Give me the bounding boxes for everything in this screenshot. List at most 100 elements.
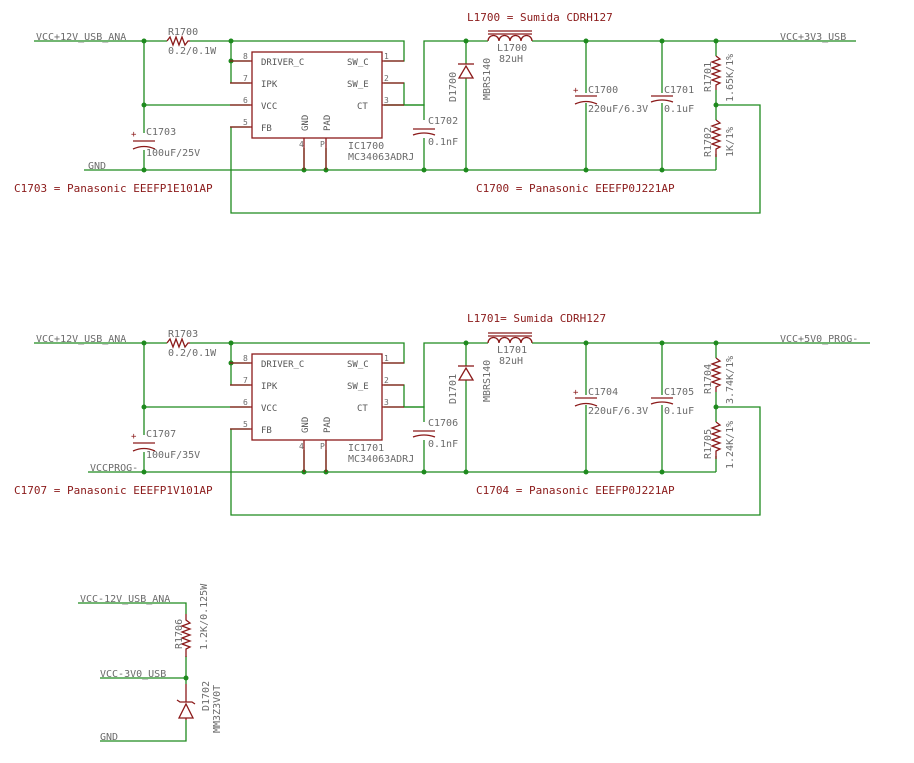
ic-pin-labels: DRIVER_C IPK VCC FB SW_C SW_E CT GND PAD… [243,354,389,451]
cin-value: 100uF/35V [146,450,200,461]
net-label-neg12v: VCC-12V_USB_ANA [80,594,170,605]
rsense-value: 0.2/0.1W [168,46,217,57]
diode-ref: D1701 [448,374,459,404]
svg-text:3: 3 [384,398,389,407]
inductor-note: L1701= Sumida CDRH127 [467,312,606,325]
inductor-note: L1700 = Sumida CDRH127 [467,11,613,24]
svg-text:6: 6 [243,398,248,407]
note-input-cap: C1703 = Panasonic EEEFP1E101AP [14,182,213,195]
cout2-ref: C1701 [664,85,694,96]
svg-text:5: 5 [243,118,248,127]
ct-ref: C1702 [428,116,458,127]
rbot-value: 1.24K/1% [725,421,736,469]
rbot-value: 1K/1% [725,127,736,157]
svg-text:+: + [131,432,137,442]
svg-text:4: 4 [299,140,304,149]
ic-ref: IC1701 [348,443,384,454]
svg-text:IPK: IPK [261,80,278,90]
diode-value: MBRS140 [482,360,493,402]
diode-ref: D1700 [448,72,459,102]
svg-text:3: 3 [384,96,389,105]
inductor-ref: L1701 [497,345,527,356]
svg-text:2: 2 [384,74,389,83]
rsense-ref: R1703 [168,329,198,340]
ic-value: MC34063ADRJ [348,454,414,465]
svg-text:SW_E: SW_E [347,80,369,90]
rsense-ref: R1700 [168,27,198,38]
svg-text:2: 2 [384,376,389,385]
rbot-ref: R1702 [703,127,714,157]
svg-text:PAD: PAD [323,115,333,131]
cin-ref: C1707 [146,429,176,440]
svg-text:CT: CT [357,404,368,414]
net-label-ground: GND [88,161,106,172]
cout1-value: 220uF/6.3V [588,406,648,417]
cout2-value: 0.1uF [664,406,694,417]
svg-text:DRIVER_C: DRIVER_C [261,360,304,370]
cout1-ref: C1704 [588,387,618,398]
zener-ref: D1702 [201,681,212,711]
net-label-output: VCC+3V3_USB [780,32,846,43]
ic-ref: IC1700 [348,141,384,152]
inductor-ref: L1700 [497,43,527,54]
svg-text:CT: CT [357,102,368,112]
svg-text:FB: FB [261,124,272,134]
note-output-cap: C1704 = Panasonic EEEFP0J221AP [476,484,675,497]
cin-ref: C1703 [146,127,176,138]
net-label-output: VCC+5V0_PROG- [780,334,858,345]
svg-text:+: + [131,130,137,140]
net-label-ground: VCCPROG- [90,463,138,474]
ct-value: 0.1nF [428,439,458,450]
svg-text:7: 7 [243,376,248,385]
svg-text:SW_C: SW_C [347,58,369,68]
cin-value: 100uF/25V [146,148,200,159]
resistor-symbol [166,35,190,47]
regulator-3v3-circuit: + + VCC+12V_USB_ANA VCC+3V3_USB GND L170… [14,11,856,214]
svg-text:SW_E: SW_E [347,382,369,392]
svg-text:1: 1 [384,354,389,363]
rsense-value: 0.2/0.1W [168,348,217,359]
cout1-value: 220uF/6.3V [588,104,648,115]
cout2-ref: C1705 [664,387,694,398]
ic-pin-labels: DRIVER_C IPK VCC FB SW_C SW_E CT GND PAD… [243,52,389,149]
ct-value: 0.1nF [428,137,458,148]
zener-value: MM3Z3V0T [212,685,223,733]
regulator-5v0-circuit: + + VCC+12V_USB_ANA VCC+5V0_PROG- VCCPRO… [14,312,870,516]
negative-3v0-circuit: VCC-12V_USB_ANA VCC-3V0_USB GND R1706 1.… [78,583,223,743]
diode-value: MBRS140 [482,58,493,100]
svg-text:FB: FB [261,426,272,436]
svg-text:DRIVER_C: DRIVER_C [261,58,304,68]
svg-text:6: 6 [243,96,248,105]
ic-value: MC34063ADRJ [348,152,414,163]
note-output-cap: C1700 = Panasonic EEEFP0J221AP [476,182,675,195]
inductor-value: 82uH [499,356,523,367]
svg-text:VCC: VCC [261,102,277,112]
svg-text:+: + [573,86,579,96]
inductor-value: 82uH [499,54,523,65]
svg-text:4: 4 [299,442,304,451]
svg-text:VCC: VCC [261,404,277,414]
note-input-cap: C1707 = Panasonic EEEFP1V101AP [14,484,213,497]
svg-text:7: 7 [243,74,248,83]
svg-text:P: P [320,140,325,149]
rbot-ref: R1705 [703,429,714,459]
net-label-neg3v: VCC-3V0_USB [100,669,166,680]
svg-text:5: 5 [243,420,248,429]
resistor-value: 1.2K/0.125W [199,583,210,650]
svg-text:SW_C: SW_C [347,360,369,370]
svg-text:+: + [573,388,579,398]
net-label-input: VCC+12V_USB_ANA [36,334,126,345]
rtop-value: 3.74K/1% [725,356,736,404]
svg-text:P: P [320,442,325,451]
rtop-ref: R1704 [703,364,714,394]
cout1-ref: C1700 [588,85,618,96]
net-label-input: VCC+12V_USB_ANA [36,32,126,43]
rtop-value: 1.65K/1% [725,54,736,102]
rtop-ref: R1701 [703,62,714,92]
cout2-value: 0.1uF [664,104,694,115]
resistor-ref: R1706 [174,619,185,649]
svg-text:8: 8 [243,354,248,363]
svg-text:1: 1 [384,52,389,61]
net-label-ground: GND [100,732,118,743]
